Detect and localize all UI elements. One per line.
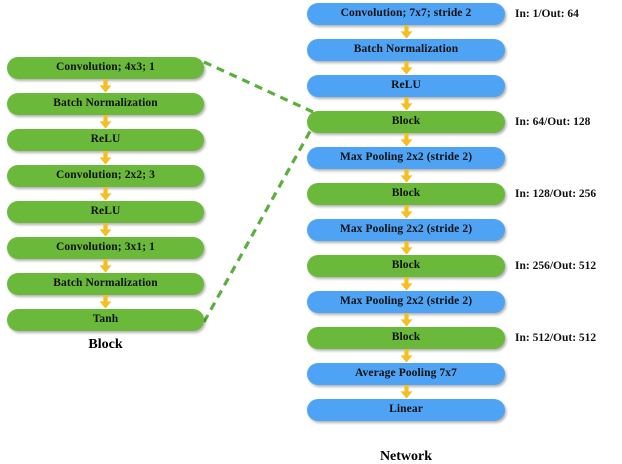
network-layer-node[interactable]: Linear — [307, 399, 505, 421]
block-layer-node[interactable]: Tanh — [7, 309, 204, 331]
flow-arrow-down-icon — [99, 187, 112, 201]
flow-arrow-down-icon — [99, 259, 112, 273]
network-layer-node[interactable]: Average Pooling 7x7 — [307, 363, 505, 385]
connector-line-top — [203, 60, 314, 114]
channel-annotation: In: 1/Out: 64 — [515, 8, 579, 20]
network-layer-node[interactable]: Max Pooling 2x2 (stride 2) — [307, 219, 505, 241]
channel-annotation: In: 256/Out: 512 — [515, 260, 597, 272]
network-layer-node[interactable]: Batch Normalization — [307, 39, 505, 61]
flow-arrow-down-icon — [400, 205, 413, 219]
flow-arrow-down-icon — [400, 169, 413, 183]
network-layer-node[interactable]: Block — [307, 183, 505, 205]
network-layer-node[interactable]: ReLU — [307, 75, 505, 97]
block-layer-node[interactable]: Convolution; 2x2; 3 — [7, 165, 204, 187]
flow-arrow-down-icon — [400, 277, 413, 291]
network-layer-node[interactable]: Max Pooling 2x2 (stride 2) — [307, 291, 505, 313]
flow-arrow-down-icon — [99, 295, 112, 309]
flow-arrow-down-icon — [400, 313, 413, 327]
flow-arrow-down-icon — [400, 385, 413, 399]
flow-arrow-down-icon — [400, 349, 413, 363]
block-layer-node[interactable]: ReLU — [7, 129, 204, 151]
block-caption: Block — [88, 337, 123, 352]
flow-arrow-down-icon — [400, 241, 413, 255]
channel-annotation: In: 512/Out: 512 — [515, 332, 597, 344]
flow-arrow-down-icon — [99, 223, 112, 237]
flow-arrow-down-icon — [400, 133, 413, 147]
block-layer-node[interactable]: Convolution; 4x3; 1 — [7, 57, 204, 79]
network-layer-node[interactable]: Max Pooling 2x2 (stride 2) — [307, 147, 505, 169]
flow-arrow-down-icon — [99, 115, 112, 129]
block-layer-node[interactable]: Batch Normalization — [7, 273, 204, 295]
flow-arrow-down-icon — [99, 79, 112, 93]
flow-arrow-down-icon — [99, 151, 112, 165]
connector-line-bottom — [202, 125, 315, 323]
block-layer-node[interactable]: ReLU — [7, 201, 204, 223]
network-layer-node[interactable]: Convolution; 7x7; stride 2 — [307, 3, 505, 25]
channel-annotation: In: 64/Out: 128 — [515, 116, 591, 128]
block-layer-node[interactable]: Convolution; 3x1; 1 — [7, 237, 204, 259]
network-layer-node[interactable]: Block — [307, 111, 505, 133]
flow-arrow-down-icon — [400, 25, 413, 39]
network-layer-node[interactable]: Block — [307, 255, 505, 277]
channel-annotation: In: 128/Out: 256 — [515, 188, 597, 200]
network-layer-node[interactable]: Block — [307, 327, 505, 349]
block-layer-node[interactable]: Batch Normalization — [7, 93, 204, 115]
flow-arrow-down-icon — [400, 61, 413, 75]
flow-arrow-down-icon — [400, 97, 413, 111]
network-caption: Network — [379, 449, 433, 464]
